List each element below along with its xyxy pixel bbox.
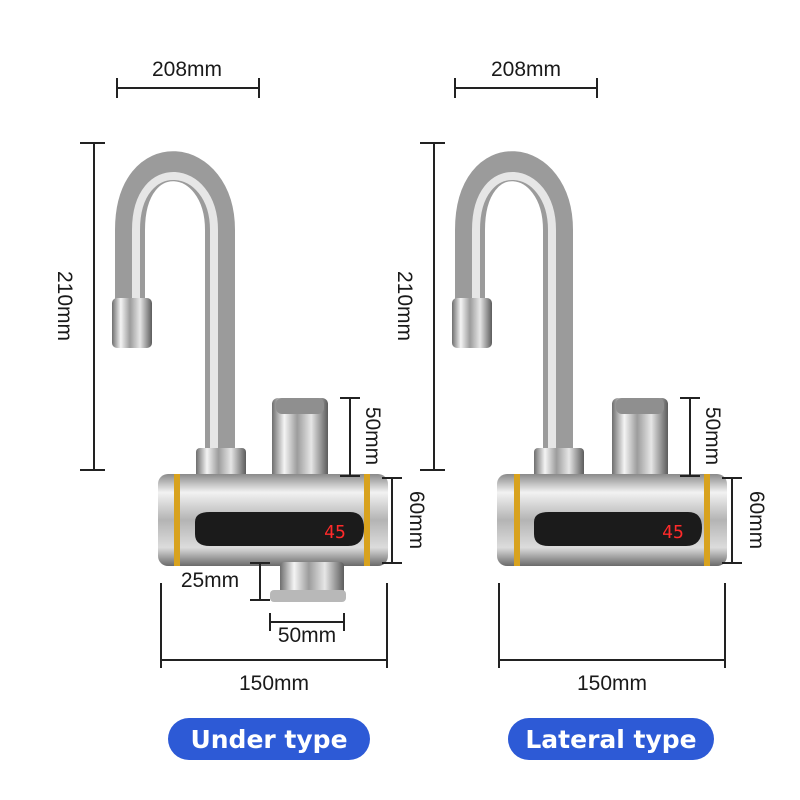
lateral-handle-cap <box>616 398 664 414</box>
under-spout <box>115 151 235 455</box>
lateral-spout-highlight <box>472 172 556 455</box>
lateral-height-label: 210mm <box>393 271 416 341</box>
under-dimensions <box>80 78 402 668</box>
lateral-dimension-labels: 208mm 210mm 50mm 60mm 150mm <box>393 58 768 695</box>
under-type-badge: Under type <box>168 718 370 760</box>
lateral-display-temp: 45 <box>662 522 684 543</box>
under-gold-ring-left <box>174 474 180 566</box>
lateral-dimensions <box>420 78 742 668</box>
under-inlet-width-label: 50mm <box>278 624 336 647</box>
lateral-gold-ring-left <box>514 474 520 566</box>
under-dimension-labels: 208mm 210mm 50mm 60mm 25mm 50mm 150mm <box>53 58 428 695</box>
under-display-temp: 45 <box>324 522 346 543</box>
lateral-spout-tip <box>452 298 492 348</box>
lateral-handle <box>612 398 668 480</box>
lateral-spout-collar <box>534 448 584 478</box>
under-spout-highlight <box>132 172 218 455</box>
lateral-body-height-label: 60mm <box>745 491 768 549</box>
lateral-type-badge: Lateral type <box>508 718 714 760</box>
under-display-panel <box>195 512 364 546</box>
under-inlet <box>280 562 344 596</box>
under-type-faucet: 45 <box>112 151 388 602</box>
lateral-spout-width-label: 208mm <box>491 58 561 81</box>
under-body-height-label: 60mm <box>405 491 428 549</box>
under-body-width-label: 150mm <box>239 672 309 695</box>
lateral-display-panel <box>534 512 702 546</box>
under-height-label: 210mm <box>53 271 76 341</box>
lateral-gold-ring-right <box>704 474 710 566</box>
lateral-handle-height-label: 50mm <box>701 407 724 465</box>
lateral-type-faucet: 45 <box>452 151 727 566</box>
under-gold-ring-right <box>364 474 370 566</box>
under-inlet-height-label: 25mm <box>181 569 239 592</box>
under-handle-cap <box>276 398 324 414</box>
under-spout-width-label: 208mm <box>152 58 222 81</box>
lateral-body-width-label: 150mm <box>577 672 647 695</box>
lateral-spout <box>455 151 573 455</box>
under-spout-tip <box>112 298 152 348</box>
under-spout-collar <box>196 448 246 478</box>
under-inlet-ring <box>270 590 346 602</box>
under-handle <box>272 398 328 480</box>
under-handle-height-label: 50mm <box>361 407 384 465</box>
